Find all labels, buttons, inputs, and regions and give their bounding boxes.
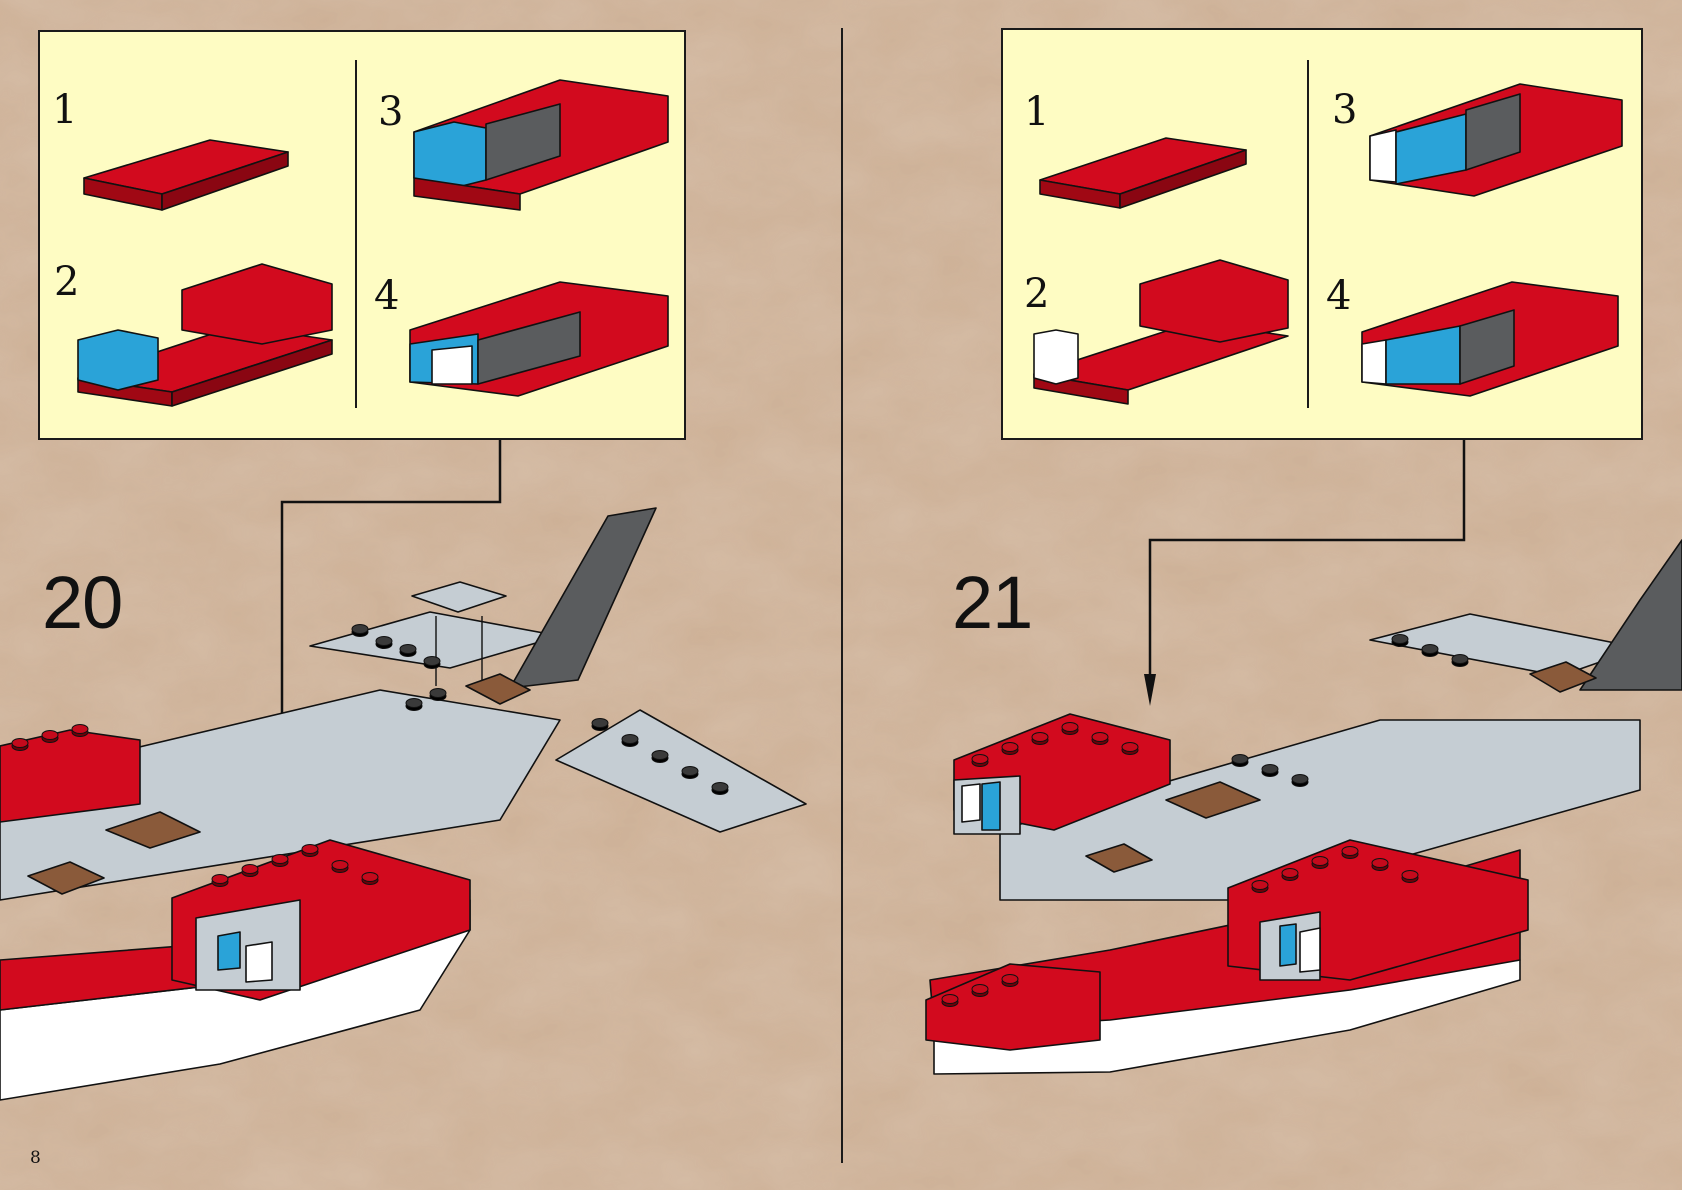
substep-3-assembly: [1369, 83, 1623, 197]
substep-3-assembly: [413, 79, 669, 211]
substep-number: 1: [52, 87, 78, 133]
callout-line: [1148, 440, 1466, 694]
substep-2-red-base-white-brick: [1033, 259, 1289, 405]
substep-1-red-plate: [1039, 137, 1247, 209]
callout-line: [280, 440, 502, 876]
step-number: 20: [42, 561, 123, 644]
step-number: 21: [952, 561, 1033, 644]
substep-number: 3: [378, 89, 404, 135]
substep-2-red-base-blue-brick: [77, 263, 333, 407]
substep-number: 2: [1024, 271, 1050, 317]
substep-number: 4: [374, 273, 400, 319]
substep-number: 4: [1326, 273, 1352, 319]
step-20-aircraft-model: [0, 507, 807, 1101]
page-divider: [841, 28, 843, 1163]
substep-number: 1: [1024, 89, 1050, 135]
page-number: 8: [30, 1148, 41, 1168]
substep-4-assembly: [409, 281, 669, 397]
substep-number: 3: [1332, 87, 1358, 133]
substep-1-red-plate: [83, 139, 289, 211]
callout-arrow: [1144, 674, 1156, 706]
substep-4-assembly: [1361, 281, 1619, 397]
substep-number: 2: [54, 259, 80, 305]
step-21-aircraft-model: [925, 539, 1682, 1075]
